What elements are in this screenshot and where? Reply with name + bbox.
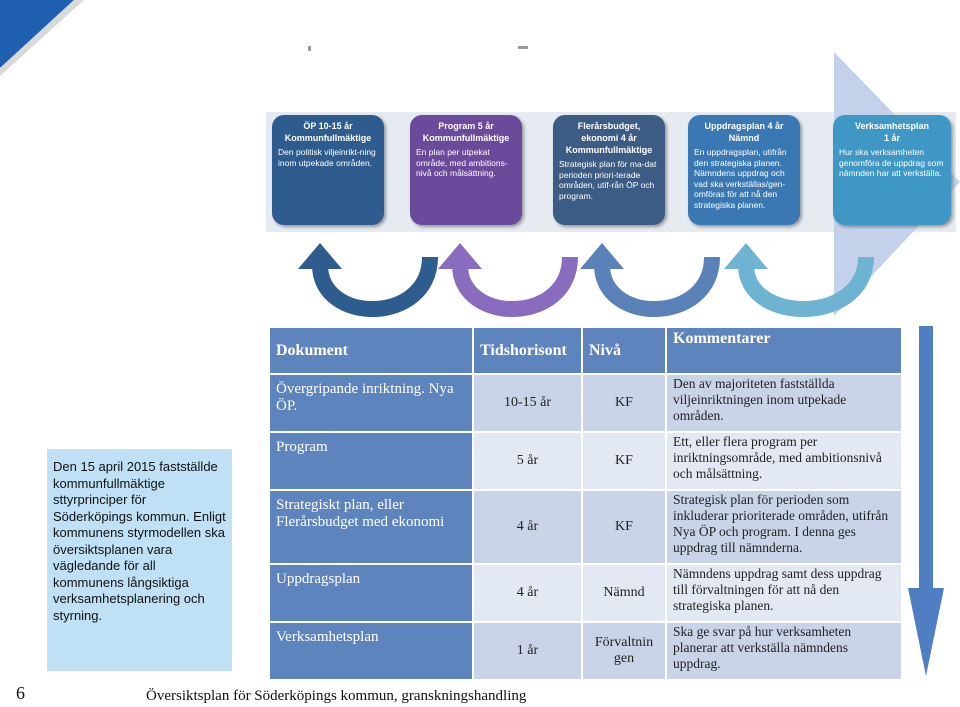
curved-arrow-icon bbox=[438, 243, 578, 317]
flow-step-budget: Flerårsbudget, ekonomi 4 år Kommunfullmä… bbox=[553, 115, 665, 225]
cell-level: Nämnd bbox=[583, 565, 665, 621]
flow-step-title: Flerårsbudget, ekonomi 4 år bbox=[577, 121, 641, 143]
cell-comment: Ska ge svar på hur verksamheten planerar… bbox=[667, 623, 901, 679]
flow-step-desc: En uppdragsplan, utifrån den strategiska… bbox=[694, 147, 787, 210]
header-comment: Kommentarer bbox=[667, 328, 901, 373]
flow-step-subtitle: 1 år bbox=[883, 133, 900, 143]
flow-step-desc: Strategisk plan för ma-dat perioden prio… bbox=[559, 159, 657, 201]
cell-horizon: 4 år bbox=[474, 491, 581, 563]
top-marks bbox=[308, 46, 528, 51]
flow-step-desc: Den politisk viljeinrikt-ning inom utpek… bbox=[278, 147, 376, 168]
header-document: Dokument bbox=[270, 328, 472, 373]
flow-step-title: Uppdragsplan 4 år bbox=[704, 121, 784, 131]
corner-decoration bbox=[0, 0, 84, 76]
cell-document: Övergripande inriktning. Nya ÖP. bbox=[270, 375, 472, 431]
curved-arrow-icon bbox=[724, 243, 874, 317]
cell-document: Uppdragsplan bbox=[270, 565, 472, 621]
curved-arrow-icon bbox=[580, 243, 720, 317]
document-table: Dokument Tidshorisont Nivå Kommentarer Ö… bbox=[268, 326, 903, 681]
flow-step-subtitle: Kommunfullmäktige bbox=[565, 145, 653, 155]
flow-step-uppdragsplan: Uppdragsplan 4 år Nämnd En uppdragsplan,… bbox=[688, 115, 800, 225]
cell-document: Strategiskt plan, eller Flerårsbudget me… bbox=[270, 491, 472, 563]
flow-step-desc: Hur ska verksamheten genomföra de uppdra… bbox=[839, 147, 944, 178]
header-level: Nivå bbox=[583, 328, 665, 373]
cell-level: KF bbox=[583, 433, 665, 489]
cell-comment: Nämndens uppdrag samt dess uppdrag till … bbox=[667, 565, 901, 621]
cell-document: Program bbox=[270, 433, 472, 489]
cell-horizon: 10-15 år bbox=[474, 375, 581, 431]
table-row: Uppdragsplan 4 år Nämnd Nämndens uppdrag… bbox=[270, 565, 901, 621]
flow-step-program: Program 5 år Kommunfullmäktige En plan p… bbox=[410, 115, 522, 225]
side-note: Den 15 april 2015 fastställde kommunfull… bbox=[47, 449, 232, 671]
table-row: Program 5 år KF Ett, eller flera program… bbox=[270, 433, 901, 489]
cell-comment: Ett, eller flera program per inriktnings… bbox=[667, 433, 901, 489]
flow-step-verksamhetsplan: Verksamhetsplan 1 år Hur ska verksamhete… bbox=[833, 115, 951, 225]
table-row: Strategiskt plan, eller Flerårsbudget me… bbox=[270, 491, 901, 563]
flow-step-desc: En plan per utpekat område, med ambition… bbox=[416, 147, 508, 178]
cell-horizon: 1 år bbox=[474, 623, 581, 679]
table-row: Övergripande inriktning. Nya ÖP. 10-15 å… bbox=[270, 375, 901, 431]
page-number: 6 bbox=[16, 683, 25, 703]
flow-step-title: Program 5 år bbox=[438, 121, 494, 131]
cell-comment: Den av majoriteten fastställda viljeinri… bbox=[667, 375, 901, 431]
cell-document: Verksamhetsplan bbox=[270, 623, 472, 679]
curved-arrows bbox=[298, 243, 874, 317]
table-header-row: Dokument Tidshorisont Nivå Kommentarer bbox=[270, 328, 901, 373]
curved-arrow-icon bbox=[298, 243, 438, 317]
flow-step-subtitle: Nämnd bbox=[728, 133, 760, 143]
cell-level: Förvaltnin gen bbox=[583, 623, 665, 679]
flow-step-title: ÖP 10-15 år bbox=[303, 121, 353, 131]
flow-step-title: Verksamhetsplan bbox=[854, 121, 930, 131]
table-row: Verksamhetsplan 1 år Förvaltnin gen Ska … bbox=[270, 623, 901, 679]
flow-step-subtitle: Kommunfullmäktige bbox=[422, 133, 510, 143]
cell-comment: Strategisk plan för perioden som inklude… bbox=[667, 491, 901, 563]
cell-horizon: 4 år bbox=[474, 565, 581, 621]
cell-horizon: 5 år bbox=[474, 433, 581, 489]
footer-text: Översiktsplan för Söderköpings kommun, g… bbox=[146, 688, 527, 704]
arrow-down-icon bbox=[908, 326, 944, 676]
cell-level: KF bbox=[583, 491, 665, 563]
flow-step-op: ÖP 10-15 år Kommunfullmäktige Den politi… bbox=[272, 115, 384, 225]
cell-level: KF bbox=[583, 375, 665, 431]
flow-step-subtitle: Kommunfullmäktige bbox=[284, 133, 372, 143]
header-horizon: Tidshorisont bbox=[474, 328, 581, 373]
